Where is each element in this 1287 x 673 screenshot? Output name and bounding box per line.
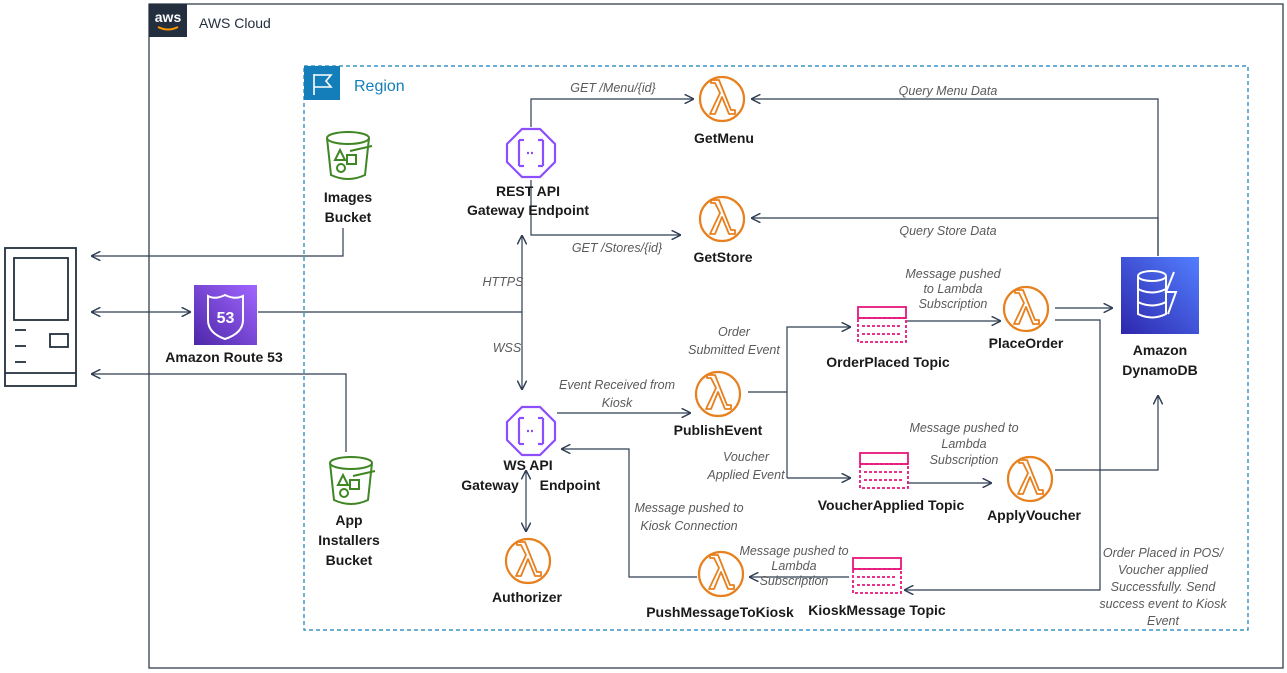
edge-label-query-menu: Query Menu Data <box>899 84 998 98</box>
kiosk-message-topic: KioskMessage Topic <box>808 557 946 618</box>
kiosk-message-topic-label: KioskMessage Topic <box>808 602 946 618</box>
apply-voucher-lambda: ApplyVoucher <box>987 455 1081 523</box>
aws-logo-text: aws <box>155 9 182 25</box>
voucher-applied-topic: VoucherApplied Topic <box>818 452 965 513</box>
aws-cloud-label: AWS Cloud <box>199 15 271 31</box>
lambda-icon <box>504 537 552 585</box>
route53-label: Amazon Route 53 <box>165 349 283 365</box>
get-store-label: GetStore <box>693 249 752 265</box>
kiosk-device-icon <box>4 247 77 387</box>
s3-bucket-icon <box>326 131 373 180</box>
dynamodb-icon <box>1121 257 1199 334</box>
lambda-icon <box>1002 285 1050 333</box>
sns-topic-icon <box>852 557 902 594</box>
edge-label-query-store: Query Store Data <box>899 224 996 238</box>
publish-event-lambda: PublishEvent <box>674 370 763 438</box>
route53-badge: 53 <box>217 310 235 327</box>
order-placed-topic-label: OrderPlaced Topic <box>826 354 950 370</box>
edges <box>92 99 1158 590</box>
edge-label-get-stores: GET /Stores/{id} <box>572 241 662 255</box>
api-gateway-icon <box>505 405 557 457</box>
lambda-icon <box>698 75 746 123</box>
authorizer-label: Authorizer <box>492 589 563 605</box>
get-store-lambda: GetStore <box>693 195 753 265</box>
api-gateway-icon <box>505 127 557 179</box>
get-menu-label: GetMenu <box>694 130 754 146</box>
lambda-icon <box>1006 455 1054 503</box>
push-message-lambda: PushMessageToKiosk <box>646 550 794 620</box>
s3-bucket-icon <box>329 456 376 505</box>
region-group: Region <box>303 65 1249 631</box>
region-flag-icon <box>304 66 340 100</box>
lambda-icon <box>697 550 745 598</box>
aws-logo-icon <box>149 4 187 37</box>
place-order-label: PlaceOrder <box>989 335 1064 351</box>
push-message-label: PushMessageToKiosk <box>646 604 794 620</box>
edge-label-https: HTTPS <box>483 275 525 289</box>
publish-event-label: PublishEvent <box>674 422 763 438</box>
sns-topic-icon <box>859 452 909 489</box>
edge-label-get-menu: GET /Menu/{id} <box>570 81 655 95</box>
route53: 53 Amazon Route 53 <box>165 285 283 365</box>
sns-topic-icon <box>857 306 907 343</box>
voucher-applied-topic-label: VoucherApplied Topic <box>818 497 965 513</box>
edge-label-wss: WSS <box>493 341 522 355</box>
lambda-icon <box>698 195 746 243</box>
get-menu-lambda: GetMenu <box>694 75 754 146</box>
region-label: Region <box>354 78 405 95</box>
aws-cloud-group: aws AWS Cloud <box>148 3 1284 669</box>
place-order-lambda: PlaceOrder <box>989 285 1064 351</box>
apply-voucher-label: ApplyVoucher <box>987 507 1081 523</box>
authorizer-lambda: Authorizer <box>492 537 563 605</box>
edge-labels: GET /Menu/{id} GET /Stores/{id} Query Me… <box>483 81 1228 628</box>
order-placed-topic: OrderPlaced Topic <box>826 306 950 370</box>
lambda-icon <box>694 370 742 418</box>
